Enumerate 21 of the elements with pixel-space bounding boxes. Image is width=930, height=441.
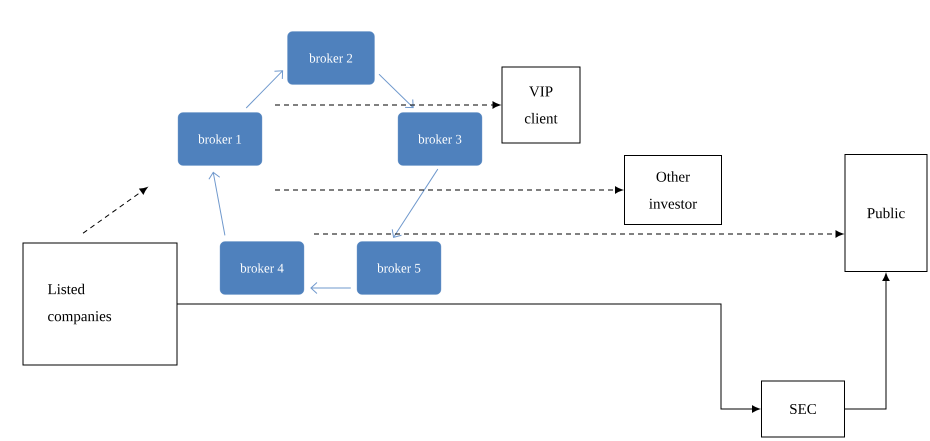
- entity-box: VIP client: [502, 66, 580, 144]
- broker-box: broker 5: [356, 241, 442, 295]
- broker-box: broker 4: [220, 241, 304, 295]
- dashed-arrow: [82, 187, 148, 234]
- broker-box: broker 1: [178, 112, 262, 166]
- dashed-arrow: [274, 101, 500, 109]
- dashed-arrow: [274, 186, 623, 194]
- entity-box: Other investor: [624, 155, 722, 225]
- broker-box: broker 2: [287, 31, 375, 85]
- arrow: [246, 70, 284, 108]
- arrow: [392, 168, 438, 238]
- arrow: [844, 273, 890, 410]
- broker-box: broker 3: [398, 112, 482, 166]
- arrow: [208, 172, 226, 236]
- dashed-arrow: [314, 230, 844, 238]
- arrow: [177, 304, 760, 413]
- arrow: [310, 282, 352, 294]
- entity-box: Public: [844, 154, 928, 272]
- arrow: [378, 74, 414, 108]
- entity-box: SEC: [761, 380, 845, 438]
- entity-box: Listed companies: [22, 242, 178, 366]
